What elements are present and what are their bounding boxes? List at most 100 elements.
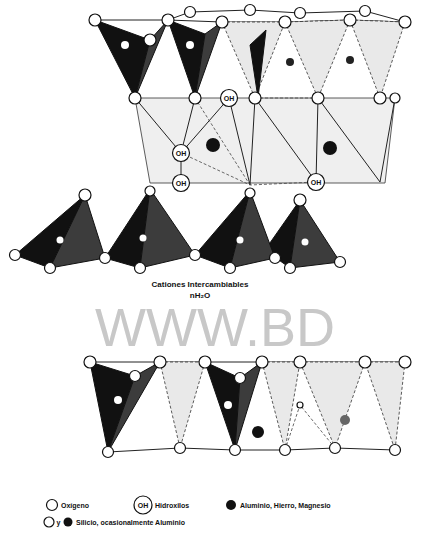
octahedron-edge bbox=[255, 98, 318, 99]
legend-text: Oxígeno bbox=[61, 502, 89, 509]
tetrahedron bbox=[140, 189, 195, 268]
oxygen-atom bbox=[249, 92, 261, 104]
oxygen-atom bbox=[189, 92, 201, 104]
silicon-atom bbox=[140, 235, 147, 242]
conjunction: y bbox=[57, 519, 61, 526]
oxygen-atom bbox=[135, 263, 146, 274]
hydroxyl-label: OH bbox=[176, 150, 187, 157]
legend-text: Hidroxilos bbox=[155, 502, 189, 509]
oxygen-atom bbox=[79, 189, 91, 201]
oxygen-atom bbox=[130, 371, 141, 382]
water-formula: nH₂O bbox=[190, 292, 210, 300]
oxygen-atom bbox=[103, 447, 114, 458]
silicon-atom bbox=[114, 396, 122, 404]
oxygen-atom bbox=[390, 93, 400, 103]
oxygen-atom bbox=[359, 356, 371, 368]
silicon-atom bbox=[237, 237, 244, 244]
tetrahedron bbox=[262, 362, 300, 450]
lower-tetrahedral-sheet bbox=[10, 186, 346, 274]
legend-symbols bbox=[44, 496, 236, 527]
tetrahedron bbox=[108, 362, 160, 452]
silicon-atom bbox=[57, 237, 64, 244]
oxygen-atom bbox=[154, 356, 166, 368]
tetrahedron bbox=[230, 191, 275, 268]
silicon-atom bbox=[297, 402, 303, 408]
oxygen-atom bbox=[216, 16, 228, 28]
hydroxyl-circle bbox=[173, 175, 190, 192]
oxygen-atom bbox=[294, 194, 306, 206]
aluminium-atom bbox=[206, 138, 220, 152]
oxygen-atom bbox=[245, 188, 255, 198]
hydroxyl-label: OH bbox=[176, 180, 187, 187]
tetrahedron bbox=[195, 22, 222, 98]
oxygen-atom bbox=[100, 253, 111, 264]
silicon-atom bbox=[186, 41, 194, 49]
octahedron-edge bbox=[285, 405, 335, 450]
silicon-atom bbox=[302, 239, 309, 246]
hydroxyl-symbol bbox=[134, 496, 152, 514]
tetrahedron bbox=[250, 30, 266, 98]
metal-symbol bbox=[226, 500, 236, 510]
octahedral-sheet bbox=[129, 90, 400, 192]
tetrahedron bbox=[290, 200, 340, 268]
hydroxyl-label: OH bbox=[138, 502, 149, 509]
silicon-atom bbox=[224, 401, 232, 409]
octahedral-layer bbox=[135, 98, 395, 183]
silicon-atom bbox=[346, 56, 354, 64]
caption-text: Cationes Intercambiables bbox=[152, 281, 249, 289]
upper-tetrahedral-sheet bbox=[89, 5, 411, 99]
aluminium-atom bbox=[252, 426, 264, 438]
tetrahedron bbox=[222, 22, 285, 98]
legend-text: Aluminio, Hierro, Magnesio bbox=[240, 502, 331, 509]
silicon-atom bbox=[286, 58, 294, 66]
oxygen-atom bbox=[374, 92, 386, 104]
hydroxyl-circle bbox=[308, 174, 325, 191]
tetrahedron bbox=[160, 362, 205, 448]
oxygen-symbol bbox=[47, 500, 58, 511]
octahedron-edge bbox=[181, 153, 316, 185]
hydroxyl-circle bbox=[221, 90, 238, 107]
oxygen-atom bbox=[360, 6, 371, 17]
oxygen-atom bbox=[344, 14, 356, 26]
oxygen-atom bbox=[185, 7, 196, 18]
oxygen-atom bbox=[235, 373, 246, 384]
oxygen-atom bbox=[84, 356, 96, 368]
octahedron-edge bbox=[195, 98, 250, 185]
octahedron-edge bbox=[229, 98, 395, 185]
oxygen-atom bbox=[162, 14, 174, 26]
hydroxyl-label: OH bbox=[224, 95, 235, 102]
oxygen-atom bbox=[399, 16, 411, 28]
oxygen-atom bbox=[285, 263, 296, 274]
oxygen-atom bbox=[270, 253, 281, 264]
tetrahedron bbox=[50, 195, 105, 268]
tetrahedron bbox=[285, 20, 350, 98]
oxygen-atom bbox=[45, 263, 56, 274]
tetrahedron bbox=[300, 362, 365, 448]
oxygen-atom bbox=[145, 186, 155, 196]
oxygen-atom bbox=[295, 8, 306, 19]
tetrahedron bbox=[350, 20, 405, 98]
oxygen-atom bbox=[279, 16, 291, 28]
oxygen-atom bbox=[280, 445, 291, 456]
oxygen-atom bbox=[399, 356, 411, 368]
tetrahedron bbox=[135, 20, 168, 98]
oxygen-atom bbox=[294, 356, 306, 368]
sheet-edge bbox=[108, 448, 395, 452]
oxygen-atom bbox=[230, 445, 241, 456]
oxygen-atom bbox=[335, 257, 346, 268]
oxygen-atom bbox=[129, 92, 141, 104]
oxygen-atom bbox=[190, 250, 201, 261]
lower-unit bbox=[84, 356, 411, 458]
oxygen-atom bbox=[225, 263, 236, 274]
watermark: WWW.BD bbox=[95, 300, 335, 354]
oxygen-atom bbox=[256, 356, 268, 368]
tetrahedron bbox=[95, 20, 150, 98]
oxygen-symbol bbox=[44, 517, 54, 527]
silicon-symbol bbox=[64, 518, 73, 527]
octahedron-edge bbox=[135, 98, 195, 153]
oxygen-atom bbox=[89, 14, 101, 26]
oxygen-atom bbox=[245, 5, 256, 16]
oxygen-atom bbox=[312, 92, 324, 104]
